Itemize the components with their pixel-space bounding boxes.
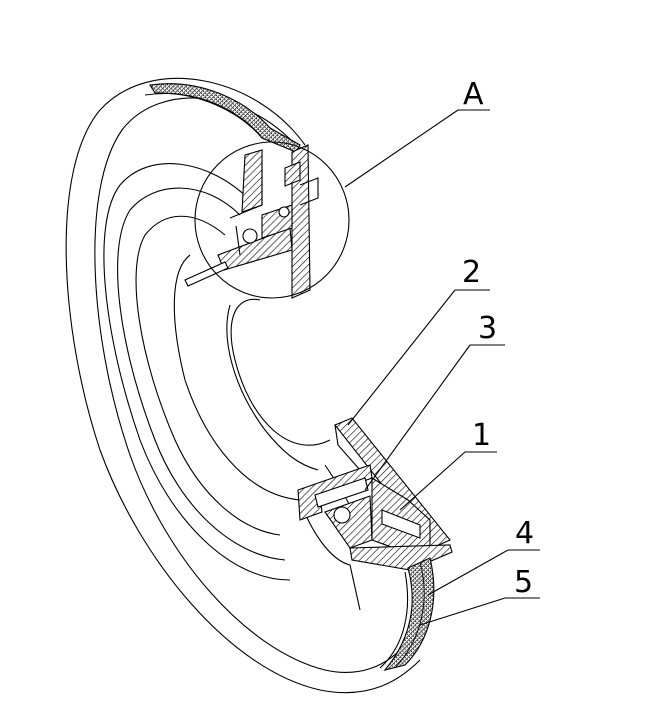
upper-inner-line-2	[235, 225, 241, 256]
label-part-4: 4	[515, 516, 534, 551]
leader-3	[364, 344, 471, 491]
upper-seal-o-ring-2	[278, 206, 290, 218]
ring-inner-bore-3	[173, 254, 301, 501]
lower-housing-foot	[324, 495, 373, 549]
label-part-3: 3	[478, 311, 497, 346]
ring-outer-edge	[65, 77, 421, 694]
lower-seal-band	[383, 557, 435, 671]
ring-step-2	[117, 187, 286, 561]
part-labels: A 2 3 1 4 5	[462, 77, 534, 600]
ring-inner-bore-2	[226, 304, 319, 471]
ring-inner-bore	[230, 298, 331, 446]
upper-inner-line-1	[229, 160, 263, 219]
upper-inner-profile	[241, 149, 263, 213]
leader-2	[347, 289, 456, 426]
detail-circle-a	[194, 141, 350, 299]
lower-outer-wall	[349, 544, 453, 571]
upper-wall-cap	[284, 161, 301, 187]
leader-lines	[344, 109, 540, 626]
upper-seal-o-ring	[242, 228, 258, 244]
lower-piston-bore	[381, 509, 421, 539]
ring-body	[65, 77, 421, 694]
upper-seal-band-line	[144, 93, 261, 136]
label-part-2: 2	[462, 255, 481, 290]
lower-seal-o-ring	[333, 506, 351, 524]
upper-shaft-pin	[184, 261, 229, 287]
upper-inner-line-3	[299, 177, 319, 206]
ring-step-3	[135, 215, 281, 536]
lower-insert	[314, 477, 369, 508]
ring-front-edge	[94, 97, 401, 673]
label-detail-a: A	[463, 77, 484, 112]
upper-cut-section	[144, 83, 350, 299]
lower-seal-band-line	[395, 561, 425, 668]
lower-cut-section	[297, 417, 453, 671]
lower-wall-edge	[379, 571, 409, 669]
leader-a	[344, 109, 459, 188]
ring-step-1	[103, 163, 291, 581]
label-part-5: 5	[514, 565, 533, 600]
label-part-1: 1	[472, 418, 491, 453]
leader-5	[419, 597, 506, 626]
leader-1	[399, 451, 466, 511]
lower-top-plate-edge	[334, 424, 361, 471]
leader-4	[427, 549, 509, 596]
